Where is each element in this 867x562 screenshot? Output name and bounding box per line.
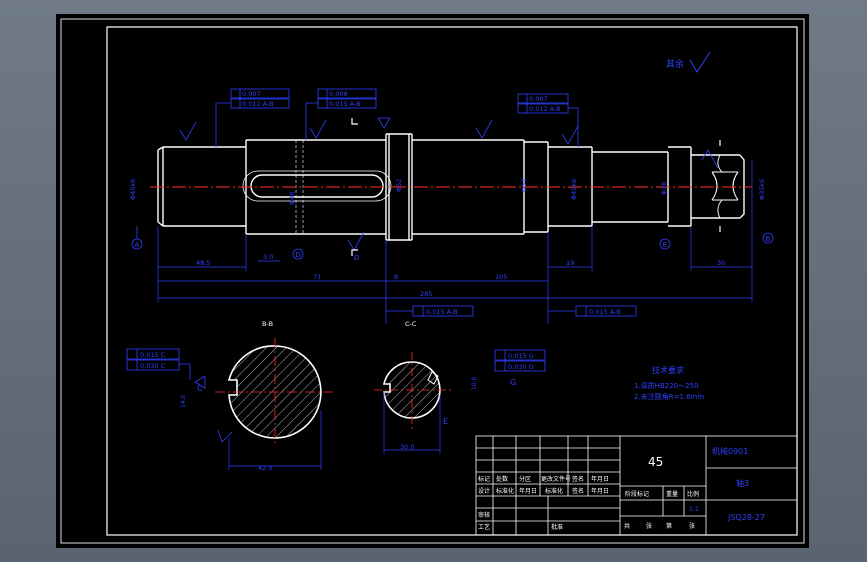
datum-markers: A D E B D	[131, 226, 774, 262]
svg-text:Φ45k6: Φ45k6	[129, 179, 137, 200]
svg-text:标准化: 标准化	[545, 487, 563, 495]
svg-text:年月日: 年月日	[519, 487, 537, 495]
svg-text:G: G	[510, 378, 516, 387]
svg-text:0.007: 0.007	[529, 95, 548, 103]
svg-text:张: 张	[689, 522, 695, 530]
svg-text:签名: 签名	[572, 475, 584, 483]
svg-text:0.030 C: 0.030 C	[140, 362, 166, 370]
svg-text:Φ35k6: Φ35k6	[758, 179, 766, 200]
svg-text:2.未注圆角R=1.6mm: 2.未注圆角R=1.6mm	[634, 392, 704, 401]
svg-text:0.015 G: 0.015 G	[508, 352, 534, 360]
svg-text:C: C	[197, 384, 203, 393]
svg-text:阶段标记: 阶段标记	[625, 490, 649, 498]
title-block-text: 标记 处数 分区 更改文件号 签名 年月日 设计 标准化 年月日 标准化 签名 …	[478, 475, 699, 531]
organization-label: 机械0901	[712, 446, 748, 456]
svg-text:0.015 A-B: 0.015 A-B	[589, 308, 621, 316]
drawing-code-label: JSQ28-27	[727, 513, 765, 522]
svg-text:比例: 比例	[687, 490, 699, 498]
svg-text:标准化: 标准化	[496, 487, 514, 495]
svg-text:0.015 A-B: 0.015 A-B	[329, 100, 361, 108]
title-block	[475, 435, 798, 536]
svg-text:张: 张	[646, 522, 652, 530]
svg-text:14.0: 14.0	[180, 394, 187, 408]
svg-text:0.012 A-B: 0.012 A-B	[242, 100, 274, 108]
svg-text:D: D	[354, 254, 359, 262]
svg-text:71: 71	[313, 273, 321, 281]
roughness-note: 其余	[666, 51, 711, 73]
svg-text:B: B	[766, 235, 771, 243]
svg-text:工艺: 工艺	[478, 523, 490, 531]
svg-text:0.015 C: 0.015 C	[140, 351, 166, 359]
section-b-b: B-B 42.5 14.0	[180, 320, 335, 472]
svg-text:48.5: 48.5	[196, 259, 210, 267]
roughness-symbols	[179, 117, 719, 251]
svg-text:其余: 其余	[666, 58, 684, 70]
svg-text:年月日: 年月日	[591, 475, 609, 483]
svg-text:E: E	[663, 241, 667, 249]
length-dimensions	[157, 160, 753, 324]
diameter-labels: Φ45k6 Φ48 Φ52 Φ54 Φ45k6 Φ38 Φ35k6	[129, 179, 766, 205]
svg-text:0.012 A-B: 0.012 A-B	[529, 105, 561, 113]
svg-text:1:1: 1:1	[689, 506, 699, 513]
svg-text:Φ54: Φ54	[520, 179, 528, 192]
svg-text:3.0: 3.0	[263, 253, 273, 261]
outer-border	[60, 18, 805, 544]
gdt-left: 0.007 0.012 A-B	[215, 88, 290, 147]
svg-text:0.007: 0.007	[242, 90, 261, 98]
svg-text:A: A	[135, 241, 140, 249]
svg-text:Φ48: Φ48	[288, 192, 296, 205]
svg-text:19: 19	[566, 259, 574, 267]
gdt-below-1: 0.015 A-B	[386, 305, 474, 317]
svg-text:批准: 批准	[551, 523, 563, 531]
svg-text:更改文件号: 更改文件号	[541, 475, 571, 483]
svg-text:1.调质HB220～250: 1.调质HB220～250	[634, 381, 698, 390]
svg-text:第: 第	[666, 522, 672, 530]
gdt-mid: 0.008 0.015 A-B	[305, 88, 377, 140]
gdt-section-1: 0.015 C 0.030 C C	[126, 348, 203, 393]
svg-text:处数: 处数	[496, 475, 508, 483]
svg-text:105: 105	[495, 273, 507, 281]
svg-text:设计: 设计	[478, 487, 490, 495]
svg-text:42.5: 42.5	[258, 464, 272, 472]
technical-requirements: 技术要求 1.调质HB220～250 2.未注圆角R=1.6mm	[634, 365, 704, 401]
gdt-right: 0.007 0.012 A-B	[517, 93, 579, 147]
svg-text:重量: 重量	[666, 490, 678, 498]
svg-text:分区: 分区	[519, 475, 531, 483]
svg-text:Φ52: Φ52	[395, 179, 403, 192]
section-c-c: C-C 30.0 10.0 E	[374, 320, 478, 454]
section-cut-marks	[351, 118, 721, 256]
svg-text:0.015 A-B: 0.015 A-B	[426, 308, 458, 316]
svg-text:E: E	[443, 417, 448, 426]
part-name-label: 轴3	[736, 478, 749, 488]
material-label: 45	[648, 455, 663, 469]
svg-text:8: 8	[394, 273, 398, 281]
svg-text:标记: 标记	[478, 475, 490, 483]
svg-text:30.0: 30.0	[400, 443, 414, 451]
svg-text:Φ38: Φ38	[660, 182, 668, 195]
svg-text:30: 30	[717, 259, 725, 267]
gdt-below-2: 0.015 A-B	[548, 305, 637, 317]
svg-text:0.030 G: 0.030 G	[508, 363, 534, 371]
inner-border	[106, 26, 798, 536]
svg-text:C-C: C-C	[405, 320, 417, 328]
svg-text:签名: 签名	[572, 487, 584, 495]
svg-text:0.008: 0.008	[329, 90, 348, 98]
svg-text:D: D	[296, 251, 301, 259]
length-labels: 48.5 3.0 71 8 105 19 30 285	[196, 253, 725, 298]
svg-text:10.0: 10.0	[471, 376, 478, 390]
svg-text:285: 285	[420, 290, 432, 298]
svg-text:共: 共	[624, 522, 630, 530]
svg-text:Φ45k6: Φ45k6	[570, 179, 578, 200]
gdt-section-2: 0.015 G 0.030 G G	[494, 349, 546, 387]
svg-text:审核: 审核	[478, 511, 490, 519]
shaft-main-view	[157, 133, 745, 241]
svg-text:技术要求: 技术要求	[652, 365, 684, 375]
svg-text:B-B: B-B	[262, 320, 273, 328]
svg-text:年月日: 年月日	[591, 487, 609, 495]
